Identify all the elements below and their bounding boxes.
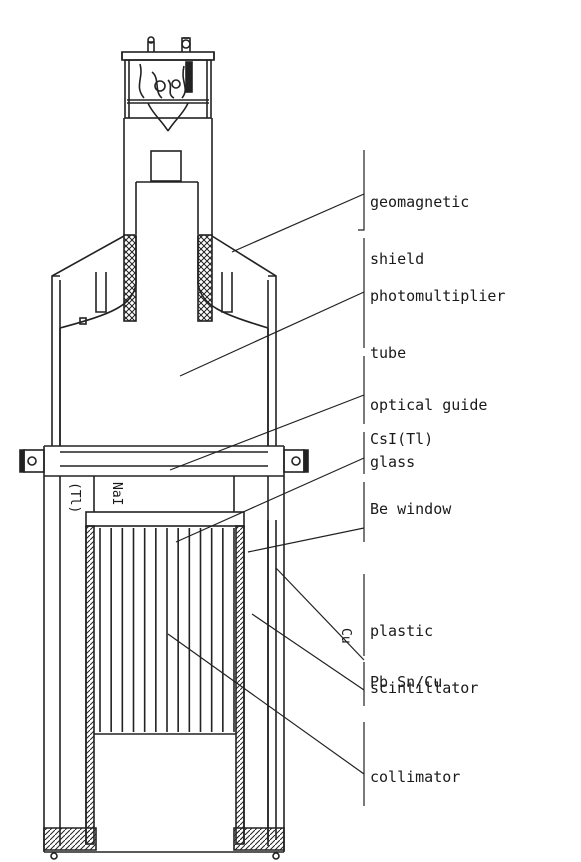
label-collimator: collimator bbox=[370, 768, 461, 786]
cone-detail-left bbox=[95, 272, 107, 313]
geomagnetic-shield bbox=[51, 235, 277, 446]
cone-screw bbox=[79, 317, 87, 325]
tube-base-housing bbox=[121, 51, 215, 132]
label-photomultiplier-tube: photomultiplier tube bbox=[370, 249, 505, 382]
label-line: photomultiplier bbox=[370, 287, 506, 305]
label-be-window: Be window bbox=[370, 500, 452, 518]
shield-hatch-left bbox=[123, 234, 137, 322]
label-pb-sn-cu: Pb Sn/Cu bbox=[370, 673, 443, 691]
pmt-neck bbox=[123, 118, 213, 236]
label-line: tube bbox=[370, 344, 407, 362]
label-plastic-scintillator: plastic scintillator bbox=[370, 584, 478, 717]
label-brackets bbox=[358, 150, 365, 806]
bottom-flange bbox=[43, 827, 285, 860]
label-csi: CsI(Tl) bbox=[370, 430, 434, 448]
label-cu: Cu bbox=[338, 628, 353, 644]
label-nai: NaI (Tl) bbox=[53, 482, 151, 513]
label-line: glass bbox=[370, 453, 416, 471]
label-line: geomagnetic bbox=[370, 193, 470, 211]
label-line: plastic bbox=[370, 622, 434, 640]
collimator-frame bbox=[85, 511, 245, 845]
collimator-slats bbox=[99, 528, 235, 732]
label-geomagnetic-shield: geomagnetic shield bbox=[370, 155, 469, 288]
connector-pins bbox=[147, 36, 191, 52]
label-line: NaI bbox=[109, 482, 124, 506]
label-line: optical guide bbox=[370, 396, 488, 414]
photomultiplier-glass bbox=[59, 236, 269, 446]
label-line: scintillator bbox=[370, 679, 479, 697]
cone-detail-right bbox=[221, 272, 233, 313]
label-optical-guide-glass: optical guide glass bbox=[370, 358, 487, 491]
label-line: (Tl) bbox=[67, 482, 82, 514]
mid-flange bbox=[19, 445, 309, 477]
leader-lines bbox=[167, 193, 365, 775]
shield-hatch-right bbox=[197, 234, 213, 322]
tube-socket bbox=[150, 150, 182, 182]
cu-layer bbox=[267, 520, 277, 840]
label-line: shield bbox=[370, 250, 425, 268]
lower-housing bbox=[43, 476, 285, 852]
